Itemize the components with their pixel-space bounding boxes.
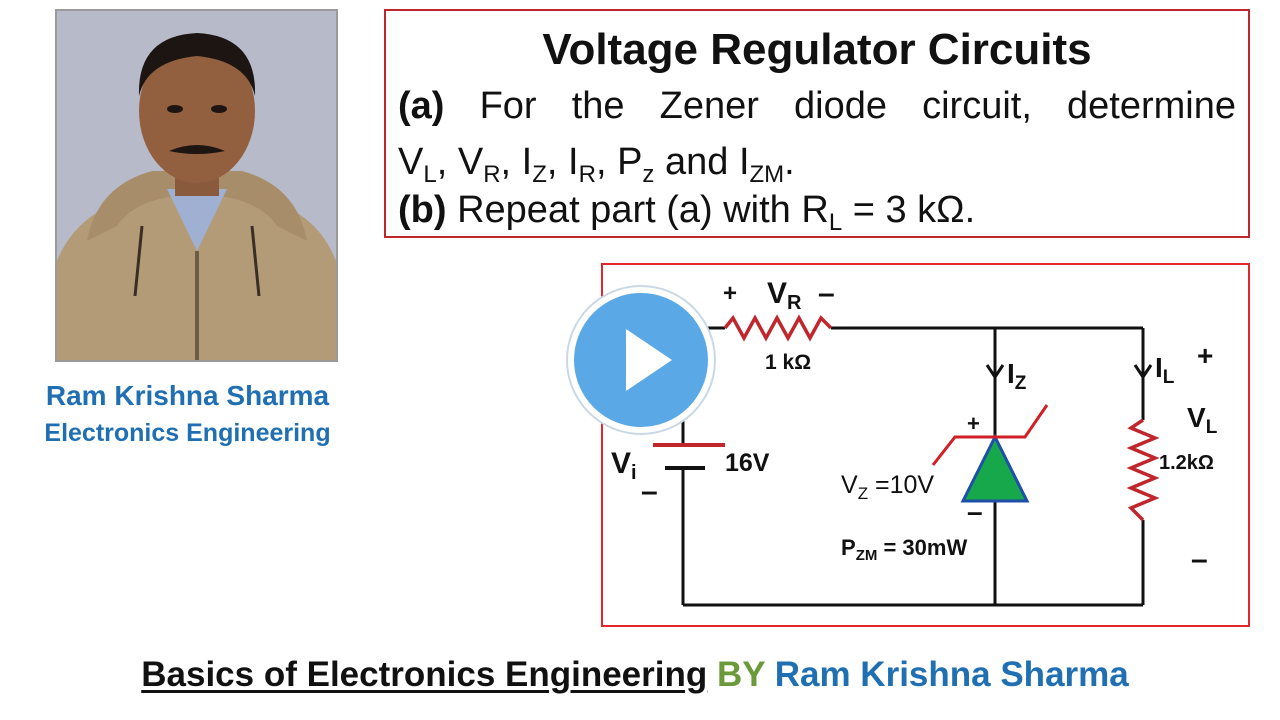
quantity-symbol: V: [398, 141, 424, 183]
problem-title: Voltage Regulator Circuits: [542, 25, 1092, 74]
quantity-subscript: L: [423, 161, 437, 188]
footer-author: Ram Krishna Sharma: [774, 655, 1129, 694]
quantity-item: IR,: [568, 141, 618, 188]
part-b-text-after: = 3 kΩ.: [842, 189, 976, 231]
vl-plus: +: [1197, 340, 1213, 371]
il-label: IL: [1155, 352, 1175, 388]
vl-minus: –: [1191, 543, 1208, 576]
presenter-photo: [55, 9, 338, 362]
quantity-symbol: I: [521, 141, 533, 183]
presenter-department: Electronics Engineering: [44, 419, 331, 447]
iz-arrow-icon: [985, 364, 1005, 380]
quantity-separator: and: [654, 141, 739, 183]
play-icon: [626, 329, 672, 391]
zener-plus: +: [967, 411, 980, 436]
vz-label: VZ =10V: [841, 471, 934, 503]
vr-plus: +: [723, 280, 737, 307]
circuit-diagram: + VR – 1 kΩ Vi – 16V IZ + – VZ =10V PZM …: [601, 263, 1250, 627]
quantity-subscript: ZM: [749, 161, 785, 188]
footer-by: BY: [716, 655, 765, 694]
quantity-item: IZM.: [738, 141, 795, 188]
quantity-separator: ,: [436, 141, 458, 183]
quantity-symbol: I: [568, 141, 579, 183]
part-b-statement: (b) Repeat part (a) with RL = 3 kΩ.: [398, 189, 1236, 237]
series-resistor: [723, 314, 833, 342]
quantity-symbol: V: [457, 141, 484, 183]
vl-label: VL: [1187, 402, 1218, 438]
quantity-subscript: R: [483, 161, 501, 188]
zener-diode: [931, 404, 1049, 503]
pzm-label: PZM = 30mW: [841, 535, 967, 564]
quantity-separator: ,: [595, 141, 618, 183]
il-arrow-icon: [1133, 364, 1153, 380]
iz-label: IZ: [1007, 358, 1027, 394]
part-a-statement: (a) For the Zener diode circuit, determi…: [398, 85, 1236, 128]
quantity-item: VR,: [457, 141, 522, 188]
presenter-name: Ram Krishna Sharma: [45, 380, 330, 411]
vr-label: VR: [767, 277, 802, 314]
source-label: Vi: [611, 447, 637, 484]
quantity-separator: ,: [500, 141, 522, 183]
part-b-tag: (b): [398, 189, 447, 231]
footer-caption: Basics of Electronics Engineering BY Ram…: [0, 655, 1270, 695]
source-minus: –: [641, 475, 658, 508]
part-a-tag: (a): [398, 85, 445, 127]
quantity-separator: ,: [546, 141, 569, 183]
part-b-text: Repeat part (a) with R: [457, 189, 829, 231]
part-b-sub: L: [828, 209, 843, 236]
load-resistor: [1126, 418, 1160, 522]
source-value: 16V: [725, 449, 770, 477]
part-a-text: For the Zener diode circuit, determine: [479, 85, 1237, 127]
quantity-symbol: P: [617, 141, 643, 183]
vr-minus: –: [818, 277, 835, 310]
quantity-item: VL,: [398, 141, 458, 188]
quantity-symbol: I: [738, 141, 750, 183]
quantity-separator: .: [784, 141, 795, 183]
quantity-subscript: R: [578, 161, 596, 188]
problem-box: Voltage Regulator Circuits (a) For the Z…: [384, 9, 1250, 238]
footer-course: Basics of Electronics Engineering: [141, 655, 708, 694]
quantity-subscript: z: [642, 161, 655, 188]
play-button[interactable]: [568, 287, 714, 433]
load-resistor-label: 1.2kΩ: [1159, 452, 1214, 474]
quantity-item: Pz and: [617, 141, 739, 188]
series-resistor-label: 1 kΩ: [765, 351, 811, 374]
zener-minus: –: [967, 496, 983, 527]
quantity-item: IZ,: [521, 141, 569, 188]
battery-symbol: [653, 443, 725, 470]
part-a-quantities: VL, VR, IZ, IR, Pz and IZM.: [398, 141, 1236, 189]
quantity-subscript: Z: [532, 161, 547, 188]
